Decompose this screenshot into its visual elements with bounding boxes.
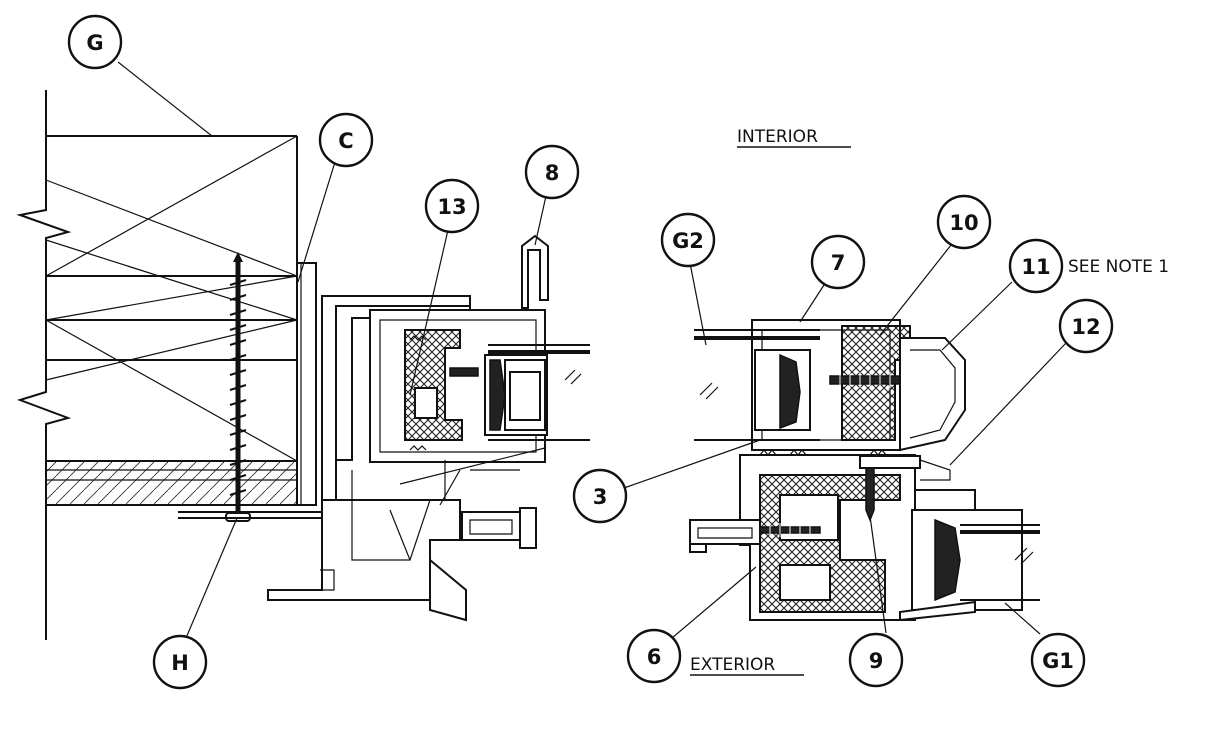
svg-text:C: C [338,129,353,153]
wall-framing [16,90,326,640]
svg-text:7: 7 [831,251,846,275]
callout-11: 11 [1008,238,1064,294]
callout-13: 13 [424,178,480,234]
callout-C: C [318,112,374,168]
callout-3: 3 [572,468,628,524]
callout-8: 8 [524,144,580,200]
svg-text:G2: G2 [672,229,704,253]
callout-G: G [67,14,123,70]
svg-text:G1: G1 [1042,649,1074,673]
exterior-label: EXTERIOR [690,655,775,675]
svg-text:10: 10 [949,211,978,235]
svg-text:G: G [86,31,103,55]
callout-9: 9 [848,632,904,688]
callout-G1: G1 [1030,632,1086,688]
svg-text:11: 11 [1021,255,1050,279]
interior-label: INTERIOR [737,127,818,147]
leader-lines [117,61,1067,639]
svg-text:8: 8 [545,161,560,185]
svg-text:3: 3 [593,485,608,509]
callout-10: 10 [936,194,992,250]
callout-H: H [152,634,208,690]
svg-text:H: H [171,651,189,675]
callout-G2: G2 [660,212,716,268]
see-note-label: SEE NOTE 1 [1068,257,1169,277]
callout-12: 12 [1058,298,1114,354]
svg-text:12: 12 [1071,315,1100,339]
left-frame-profile [267,234,590,622]
right-sash-profile [689,319,1040,622]
svg-text:13: 13 [437,195,466,219]
callout-7: 7 [810,234,866,290]
callout-6: 6 [626,628,682,684]
svg-text:9: 9 [869,649,884,673]
svg-text:6: 6 [647,645,662,669]
